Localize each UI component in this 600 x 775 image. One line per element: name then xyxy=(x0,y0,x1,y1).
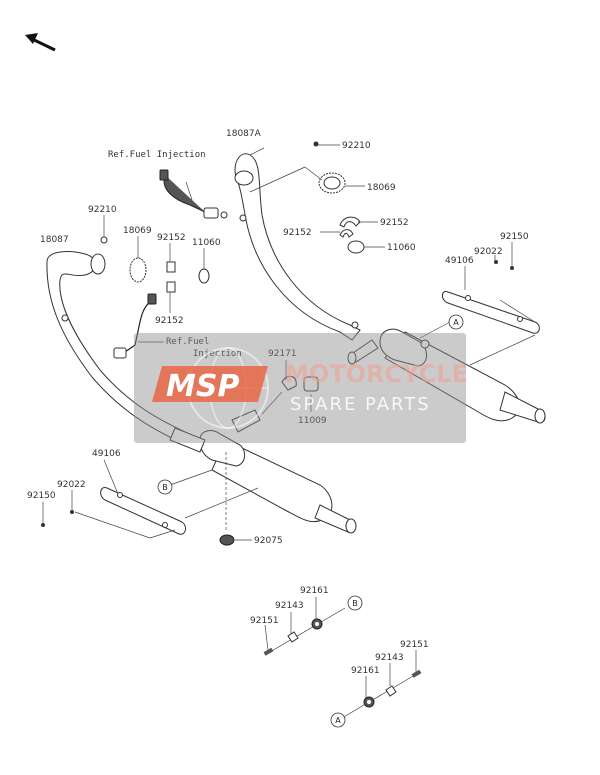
right-muffler[interactable] xyxy=(347,328,546,424)
leader-lines xyxy=(42,144,536,719)
label-11009: 11009 xyxy=(298,416,327,426)
ref-fuel-injection-mid-line2: Injection xyxy=(193,349,242,359)
front-direction-arrow-icon xyxy=(25,33,56,52)
label-18069-right: 18069 xyxy=(367,183,396,193)
svg-text:B: B xyxy=(352,599,358,608)
label-92151-b: 92151 xyxy=(250,616,279,626)
label-92150-left: 92150 xyxy=(27,491,56,501)
svg-text:A: A xyxy=(453,318,459,327)
label-92210-left: 92210 xyxy=(88,205,117,215)
rubber-damper-92075[interactable] xyxy=(219,534,235,546)
left-o2-sensor[interactable] xyxy=(113,293,157,359)
watermark-subtitle: SPARE PARTS xyxy=(290,394,431,415)
watermark: MSP MOTORCYCLE SPARE PARTS xyxy=(134,333,468,443)
ref-fuel-injection-top: Ref.Fuel Injection xyxy=(108,150,206,160)
label-11060-left: 11060 xyxy=(192,238,221,248)
label-11060-right: 11060 xyxy=(387,243,416,253)
detail-b-hardware[interactable] xyxy=(263,618,323,656)
callout-a-main: A xyxy=(448,314,464,330)
label-92152-right-a: 92152 xyxy=(380,218,409,228)
label-92022-right: 92022 xyxy=(474,247,503,257)
part-labels: Ref.Fuel Injection 18087A 92210 18069 92… xyxy=(27,129,529,676)
label-18087A: 18087A xyxy=(226,129,262,139)
label-92075: 92075 xyxy=(254,536,283,546)
label-92151-a: 92151 xyxy=(400,640,429,650)
svg-text:B: B xyxy=(162,483,168,492)
label-92143-b: 92143 xyxy=(275,601,304,611)
left-heat-guard[interactable] xyxy=(100,487,187,535)
callout-b-detail: B xyxy=(347,595,363,611)
svg-text:MSP: MSP xyxy=(166,369,239,404)
label-92171: 92171 xyxy=(268,349,297,359)
label-18087: 18087 xyxy=(40,235,69,245)
label-92150-right: 92150 xyxy=(500,232,529,242)
callout-a-detail: A xyxy=(330,712,346,728)
label-92152-left-a: 92152 xyxy=(157,233,186,243)
label-92152-left-b: 92152 xyxy=(155,316,184,326)
ref-fuel-injection-mid-line1: Ref.Fuel xyxy=(166,337,209,347)
watermark-title: MOTORCYCLE xyxy=(285,360,468,388)
label-18069-left: 18069 xyxy=(123,226,152,236)
label-92161-a: 92161 xyxy=(351,666,380,676)
left-gasket-parts[interactable] xyxy=(100,236,319,392)
left-header-pipe[interactable] xyxy=(46,251,186,443)
svg-text:A: A xyxy=(335,716,341,725)
label-92161-b: 92161 xyxy=(300,586,329,596)
fasteners-main[interactable] xyxy=(41,141,514,528)
right-gasket-parts[interactable] xyxy=(318,172,365,254)
right-o2-sensor[interactable] xyxy=(159,169,228,219)
callout-b-main: B xyxy=(157,479,173,495)
detail-a-hardware[interactable] xyxy=(363,669,422,708)
right-heat-guard[interactable] xyxy=(441,290,540,334)
label-92210-top: 92210 xyxy=(342,141,371,151)
label-49106-left: 49106 xyxy=(92,449,121,459)
label-92143-a: 92143 xyxy=(375,653,404,663)
label-49106-right: 49106 xyxy=(445,256,474,266)
label-92152-right-b: 92152 xyxy=(283,228,312,238)
label-92022-left: 92022 xyxy=(57,480,86,490)
msp-logo: MSP xyxy=(152,366,268,404)
